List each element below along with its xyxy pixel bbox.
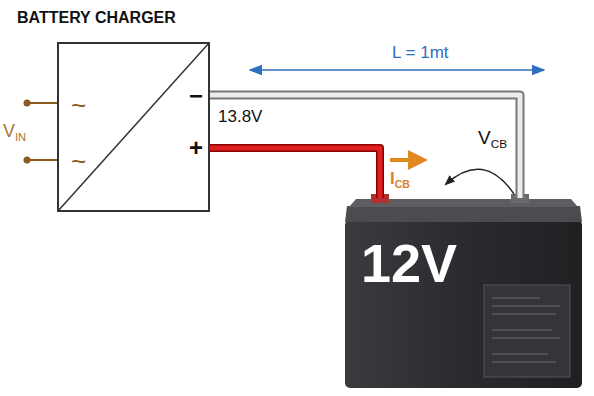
polarity-sign: −: [189, 84, 203, 108]
wire-core: [210, 148, 380, 198]
current-arrow: [390, 158, 424, 162]
length-arrow: [250, 69, 544, 71]
current-label: ICB: [390, 170, 410, 187]
battery-illustration: [345, 194, 582, 388]
voltage-label: VCB: [478, 128, 507, 147]
length-label: L = 1mt: [392, 44, 449, 61]
ac-symbol: ~: [71, 92, 86, 118]
battery-voltage: 12V: [361, 236, 457, 290]
ac-symbol: ~: [71, 148, 86, 174]
voltage-arc: [446, 169, 514, 194]
wire-outline: [210, 148, 380, 198]
converter-diagonal: [58, 43, 209, 211]
charger-title: BATTERY CHARGER: [17, 10, 176, 26]
battery: 12V: [345, 198, 582, 388]
input-voltage-label: VIN: [3, 122, 26, 140]
voltage-value: 13.8V: [218, 108, 262, 125]
charger-box: BATTERY CHARGER~~−+: [57, 42, 210, 212]
input-terminals: [24, 100, 58, 164]
negative-wire: [210, 95, 520, 198]
wire-core: [210, 95, 520, 198]
polarity-sign: +: [189, 136, 203, 160]
wire-outline: [210, 95, 520, 198]
positive-wire: [210, 148, 380, 198]
